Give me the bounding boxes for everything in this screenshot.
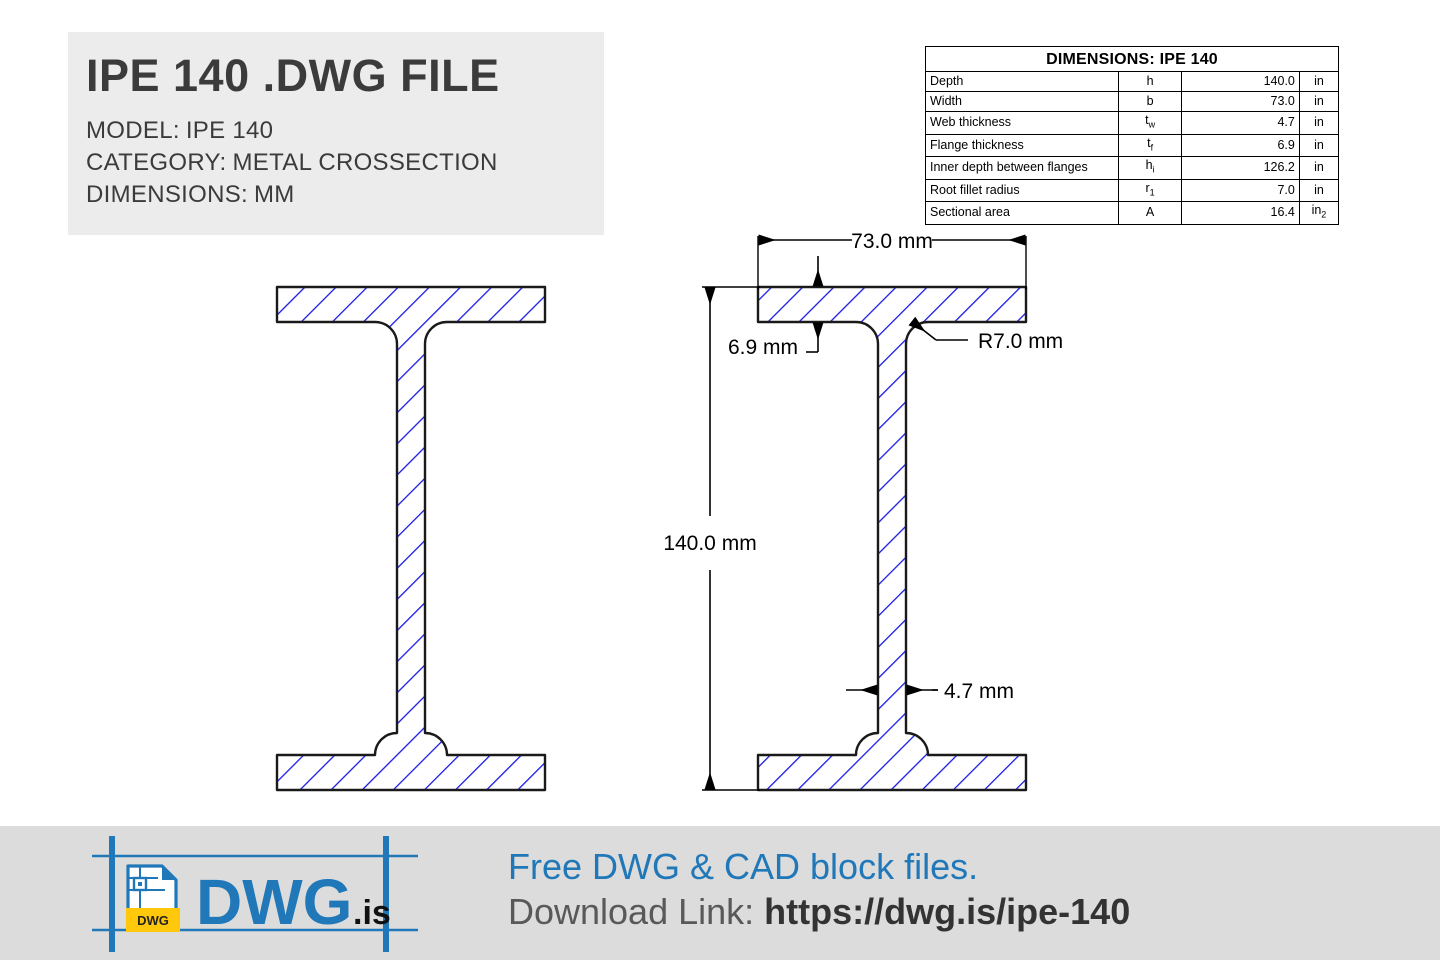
dimension-web-thickness-label: 4.7 mm	[944, 680, 1014, 703]
title-block: IPE 140 .DWG FILE MODEL:IPE 140 CATEGORY…	[68, 32, 604, 235]
table-cell-label: Web thickness	[925, 111, 1119, 135]
table-cell-value: 73.0	[1181, 91, 1300, 112]
dimensions-line: DIMENSIONS:MM	[86, 179, 604, 211]
logo-wordmark: DWG	[196, 866, 352, 938]
footer-text-block: Free DWG & CAD block files. Download Lin…	[508, 844, 1130, 934]
table-cell-value: 6.9	[1181, 133, 1300, 157]
table-cell-label: Root fillet radius	[925, 178, 1119, 202]
dimensions-label: DIMENSIONS:	[86, 181, 248, 209]
dimension-flange-thickness-label: 6.9 mm	[728, 336, 798, 359]
footer-download-url[interactable]: https://dwg.is/ipe-140	[764, 891, 1131, 932]
table-cell-label: Depth	[925, 71, 1119, 92]
beam-cross-section-left	[275, 285, 547, 792]
page-title: IPE 140 .DWG FILE	[86, 50, 500, 101]
ipe-section-right	[756, 285, 1028, 792]
footer-bar: DWG DWG .is Free DWG & CAD block files. …	[0, 826, 1440, 960]
table-cell-value: 4.7	[1181, 111, 1300, 135]
table-cell-value: 16.4	[1181, 201, 1300, 225]
dimension-depth-label: 140.0 mm	[663, 532, 756, 555]
table-header-row: DIMENSIONS: IPE 140	[925, 46, 1339, 72]
dwg-logo[interactable]: DWG DWG .is	[70, 834, 420, 954]
dwg-file-icon-badge-label: DWG	[137, 913, 169, 928]
table-cell-value: 126.2	[1181, 156, 1300, 180]
table-cell-label: Sectional area	[925, 201, 1119, 225]
footer-download-line: Download Link: https://dwg.is/ipe-140	[508, 889, 1130, 934]
table-cell-value: 7.0	[1181, 178, 1300, 202]
model-line: MODEL:IPE 140	[86, 115, 604, 147]
category-value: METAL CROSSECTION	[232, 149, 498, 177]
footer-download-label: Download Link:	[508, 891, 755, 932]
dwg-file-icon: DWG	[126, 864, 180, 932]
category-label: CATEGORY:	[86, 149, 227, 177]
dimension-fillet-radius-label: R7.0 mm	[978, 330, 1063, 353]
ipe-section-left	[275, 285, 547, 792]
table-cell-unit: in	[1298, 178, 1340, 202]
dimension-fillet-radius: R7.0 mm	[908, 316, 1063, 353]
drawing-area: 73.0 mm 140.0 mm 6.9 mm 4.7 mm R7.0 mm	[275, 230, 1063, 792]
table-cell-value: 140.0	[1181, 71, 1300, 92]
table-cell-label: Width	[925, 91, 1119, 112]
dimension-flange-thickness: 6.9 mm	[728, 256, 824, 359]
model-value: IPE 140	[185, 117, 274, 145]
dimension-web-thickness: 4.7 mm	[846, 680, 1014, 703]
table-cell-unit: in2	[1298, 201, 1340, 225]
table-title: DIMENSIONS: IPE 140	[925, 46, 1339, 72]
footer-tagline: Free DWG & CAD block files.	[508, 846, 979, 887]
logo-wordmark-suffix: .is	[353, 894, 391, 932]
table-cell-unit: in	[1298, 91, 1340, 112]
dimension-width: 73.0 mm	[757, 230, 1027, 290]
beam-cross-section-right	[756, 285, 1028, 792]
table-cell-unit: in	[1298, 156, 1340, 180]
model-label: MODEL:	[86, 117, 180, 145]
dimensions-value: MM	[253, 181, 295, 209]
table-cell-label: Flange thickness	[925, 133, 1119, 157]
table-cell-unit: in	[1298, 133, 1340, 157]
category-line: CATEGORY:METAL CROSSECTION	[86, 147, 604, 179]
table-cell-label: Inner depth between flanges	[925, 156, 1119, 180]
table-cell-symbol: A	[1117, 201, 1183, 225]
table-cell-unit: in	[1298, 111, 1340, 135]
dimension-width-label: 73.0 mm	[851, 230, 933, 253]
dimension-depth: 140.0 mm	[663, 286, 760, 791]
